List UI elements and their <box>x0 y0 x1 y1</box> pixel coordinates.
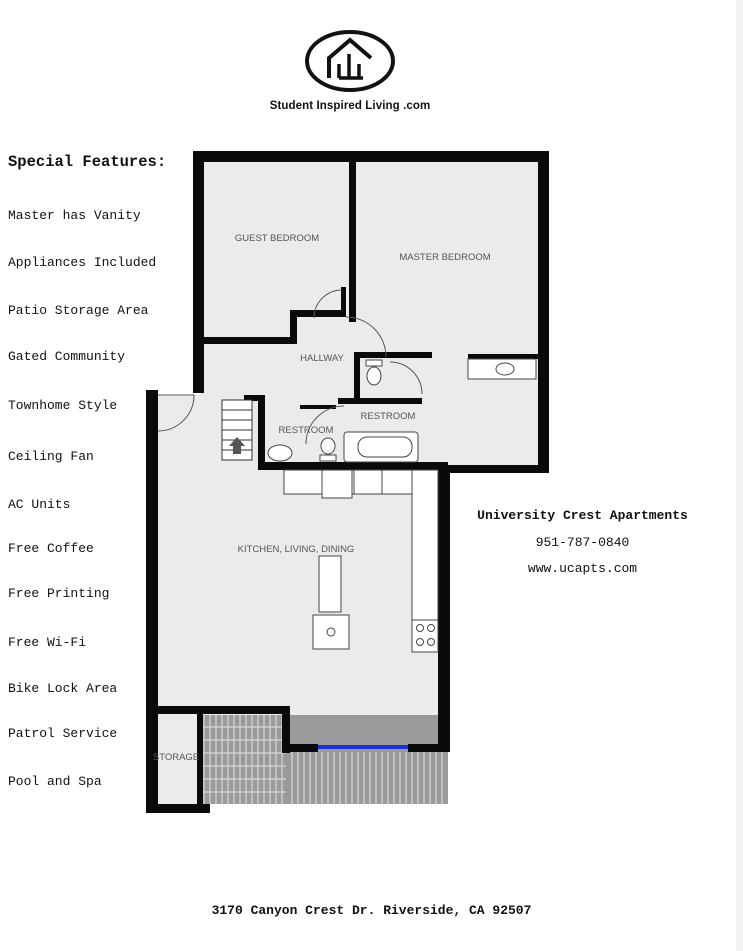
feature-item: Patrol Service <box>8 726 118 741</box>
feature-item: Gated Community <box>8 349 126 364</box>
feature-item: Free Wi-Fi <box>8 635 87 650</box>
feature-item: Free Coffee <box>8 541 94 556</box>
patio-deck <box>198 715 448 804</box>
room-label-restroom-lower: RESTROOM <box>279 425 334 436</box>
room-label-guest-bedroom: GUEST BEDROOM <box>235 233 319 244</box>
brand-logo <box>303 28 397 94</box>
feature-item: Townhome Style <box>8 398 118 413</box>
page-edge <box>736 0 743 951</box>
room-label-storage: STORAGE <box>153 752 199 763</box>
feature-item: Ceiling Fan <box>8 449 94 464</box>
brand-name: Student Inspired Living .com <box>269 100 431 112</box>
address: 3170 Canyon Crest Dr. Riverside, CA 9250… <box>211 903 532 918</box>
feature-item: Bike Lock Area <box>8 681 118 696</box>
apartment-name: University Crest Apartments <box>477 508 688 523</box>
room-label-hallway: HALLWAY <box>300 353 344 364</box>
feature-item: AC Units <box>8 497 71 512</box>
contact-info: University Crest Apartments 951-787-0840… <box>455 508 710 587</box>
room-label-restroom-upper: RESTROOM <box>361 411 416 422</box>
fixtures <box>267 358 537 653</box>
stairs <box>221 399 253 461</box>
website-link[interactable]: www.ucapts.com <box>527 561 638 576</box>
room-label-kitchen-living-dining: KITCHEN, LIVING, DINING <box>238 544 355 555</box>
feature-item: Free Printing <box>8 586 110 601</box>
features-title: Special Features: <box>8 153 167 171</box>
door-swings <box>157 289 423 445</box>
room-label-master-bedroom: MASTER BEDROOM <box>399 252 490 263</box>
feature-item: Pool and Spa <box>8 774 102 789</box>
walls <box>146 151 549 813</box>
feature-item: Patio Storage Area <box>8 303 149 318</box>
feature-item: Appliances Included <box>8 255 157 270</box>
feature-item: Master has Vanity <box>8 208 141 223</box>
phone-number: 951-787-0840 <box>535 535 630 550</box>
window <box>318 745 408 749</box>
